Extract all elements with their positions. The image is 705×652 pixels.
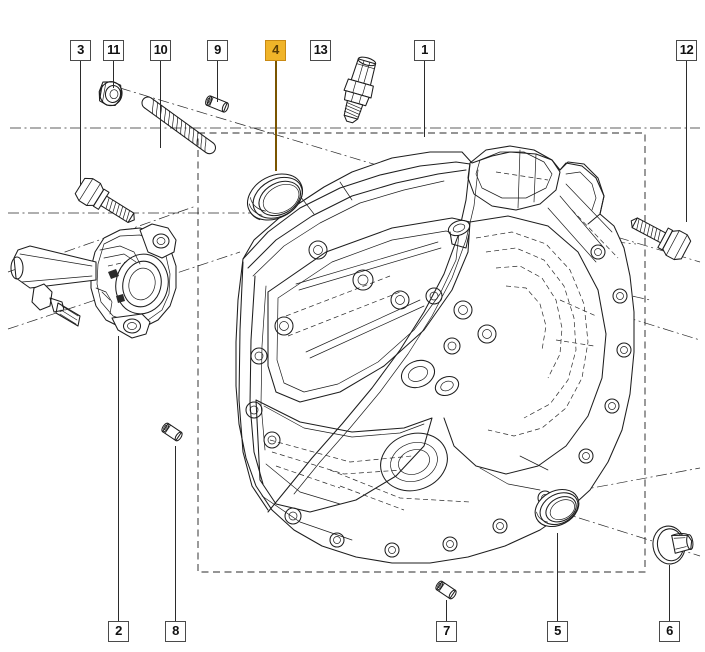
callout-9[interactable]: 9	[207, 40, 228, 61]
leader-line-7	[446, 600, 447, 621]
leader-line-12	[686, 61, 687, 222]
part-8-dowel-pin	[161, 422, 183, 442]
callout-10[interactable]: 10	[150, 40, 171, 61]
leader-line-5	[557, 533, 558, 621]
leader-line-8	[175, 446, 176, 621]
part-7-dowel-pin	[435, 580, 457, 600]
part-12-fixing-bolt	[630, 217, 692, 261]
leader-line-9	[217, 61, 218, 102]
leader-line-11	[113, 61, 114, 88]
part-2-slave-cylinder-release-bearing	[10, 223, 177, 339]
callout-3[interactable]: 3	[70, 40, 91, 61]
leader-line-4	[275, 61, 277, 171]
part-13-reverse-light-switch	[343, 56, 377, 124]
callout-2[interactable]: 2	[108, 621, 129, 642]
leader-line-1	[424, 61, 425, 137]
leader-line-6	[669, 565, 670, 621]
callout-4[interactable]: 4	[265, 40, 286, 61]
leader-line-10	[160, 61, 161, 148]
assembly-boundary	[197, 132, 646, 573]
switch-boss	[447, 219, 471, 249]
spring-coils	[152, 98, 207, 153]
callout-11[interactable]: 11	[103, 40, 124, 61]
part-4-input-shaft-oil-seal	[247, 173, 303, 221]
callout-13[interactable]: 13	[310, 40, 331, 61]
bleed-thread	[55, 302, 81, 327]
switch-thread	[343, 102, 363, 118]
callout-5[interactable]: 5	[547, 621, 568, 642]
part-11-spacer-washer	[98, 81, 123, 107]
part-10-coil-spring-pin	[141, 96, 217, 155]
callout-1[interactable]: 1	[414, 40, 435, 61]
bolt-thread-12	[636, 218, 661, 242]
part-6-blanking-plug	[652, 525, 694, 565]
bolt-thread-3	[105, 197, 130, 222]
callout-7[interactable]: 7	[436, 621, 457, 642]
part-9-roll-pin	[205, 95, 229, 113]
leader-line-3	[80, 61, 81, 186]
part-1-bell-housing	[235, 145, 635, 564]
callout-8[interactable]: 8	[165, 621, 186, 642]
part-3-flanged-hex-bolt	[74, 177, 135, 223]
callout-6[interactable]: 6	[659, 621, 680, 642]
leader-line-2	[118, 336, 119, 621]
callout-12[interactable]: 12	[676, 40, 697, 61]
part-5-differential-oil-seal	[534, 488, 580, 528]
